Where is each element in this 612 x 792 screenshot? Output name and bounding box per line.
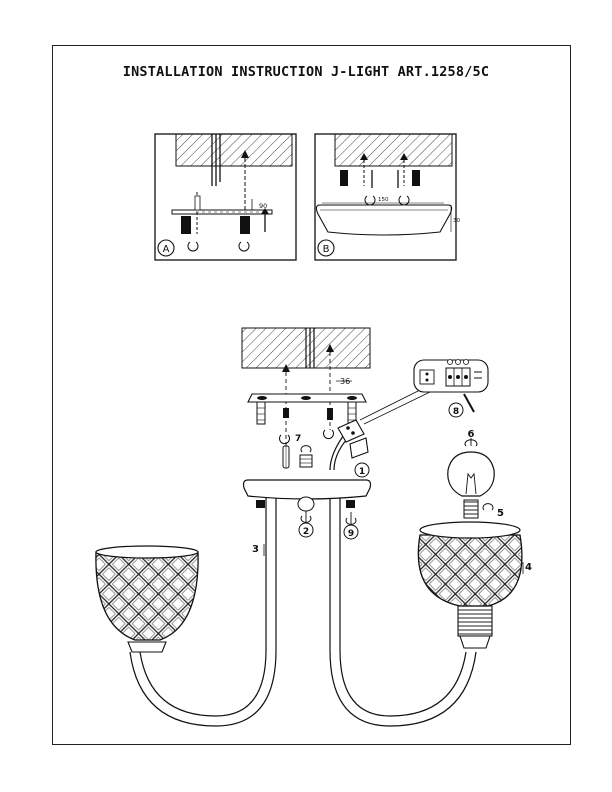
nut	[346, 500, 355, 508]
rotate-icon	[187, 241, 199, 252]
step-9-label: 9	[348, 529, 354, 539]
step-1-label: 1	[359, 467, 365, 477]
step-6-label: 6	[468, 429, 475, 440]
right-shade: 4	[417, 521, 532, 649]
canopy	[242, 479, 372, 500]
step-7-label: 7	[295, 434, 301, 444]
panel-a-label: A	[163, 244, 170, 255]
dim-height-b: 30	[453, 218, 460, 224]
panel-b: 150 30 B	[314, 133, 460, 261]
left-arm	[139, 498, 267, 717]
step-4-label: 4	[525, 562, 532, 573]
canopy-outline	[315, 204, 453, 236]
ceiling-hatch	[175, 133, 293, 167]
panel-b-label: B	[323, 244, 330, 255]
arrow-up-icon	[282, 364, 290, 372]
panel-a: 90 A	[154, 133, 297, 261]
wall-plug	[412, 170, 420, 186]
wall-plug	[181, 216, 191, 234]
wall-plug	[340, 170, 348, 186]
step-3-label: 3	[252, 544, 259, 555]
screwdriver-icon	[463, 393, 475, 413]
right-arm	[339, 498, 467, 717]
dim-height-a: 90	[259, 202, 267, 210]
step-2-label: 2	[303, 527, 309, 537]
lamp-socket	[457, 605, 493, 637]
rotate-icon	[464, 439, 478, 447]
page-title: INSTALLATION INSTRUCTION J-LIGHT ART.125…	[122, 64, 490, 80]
bolt	[256, 401, 266, 425]
wiring-detail: 8	[413, 359, 489, 418]
step-5-label: 5	[497, 508, 504, 519]
left-shade	[95, 545, 199, 653]
rotate-icon	[279, 434, 290, 444]
rotate-icon	[398, 195, 410, 206]
light-bulb: 6 5	[447, 429, 504, 519]
page-border	[52, 45, 571, 745]
step-8-label: 8	[453, 407, 459, 417]
main-assembly: 36 7	[95, 327, 532, 727]
rotate-icon	[238, 241, 250, 252]
finial	[297, 496, 315, 512]
terminal-block	[337, 419, 365, 443]
rotate-icon	[364, 195, 376, 206]
arrow-up-icon	[241, 150, 249, 158]
nut	[256, 500, 265, 508]
dim-mount: 36	[340, 377, 350, 386]
dim-width-b: 150	[378, 197, 389, 203]
panel-a-label-circle	[157, 239, 175, 257]
